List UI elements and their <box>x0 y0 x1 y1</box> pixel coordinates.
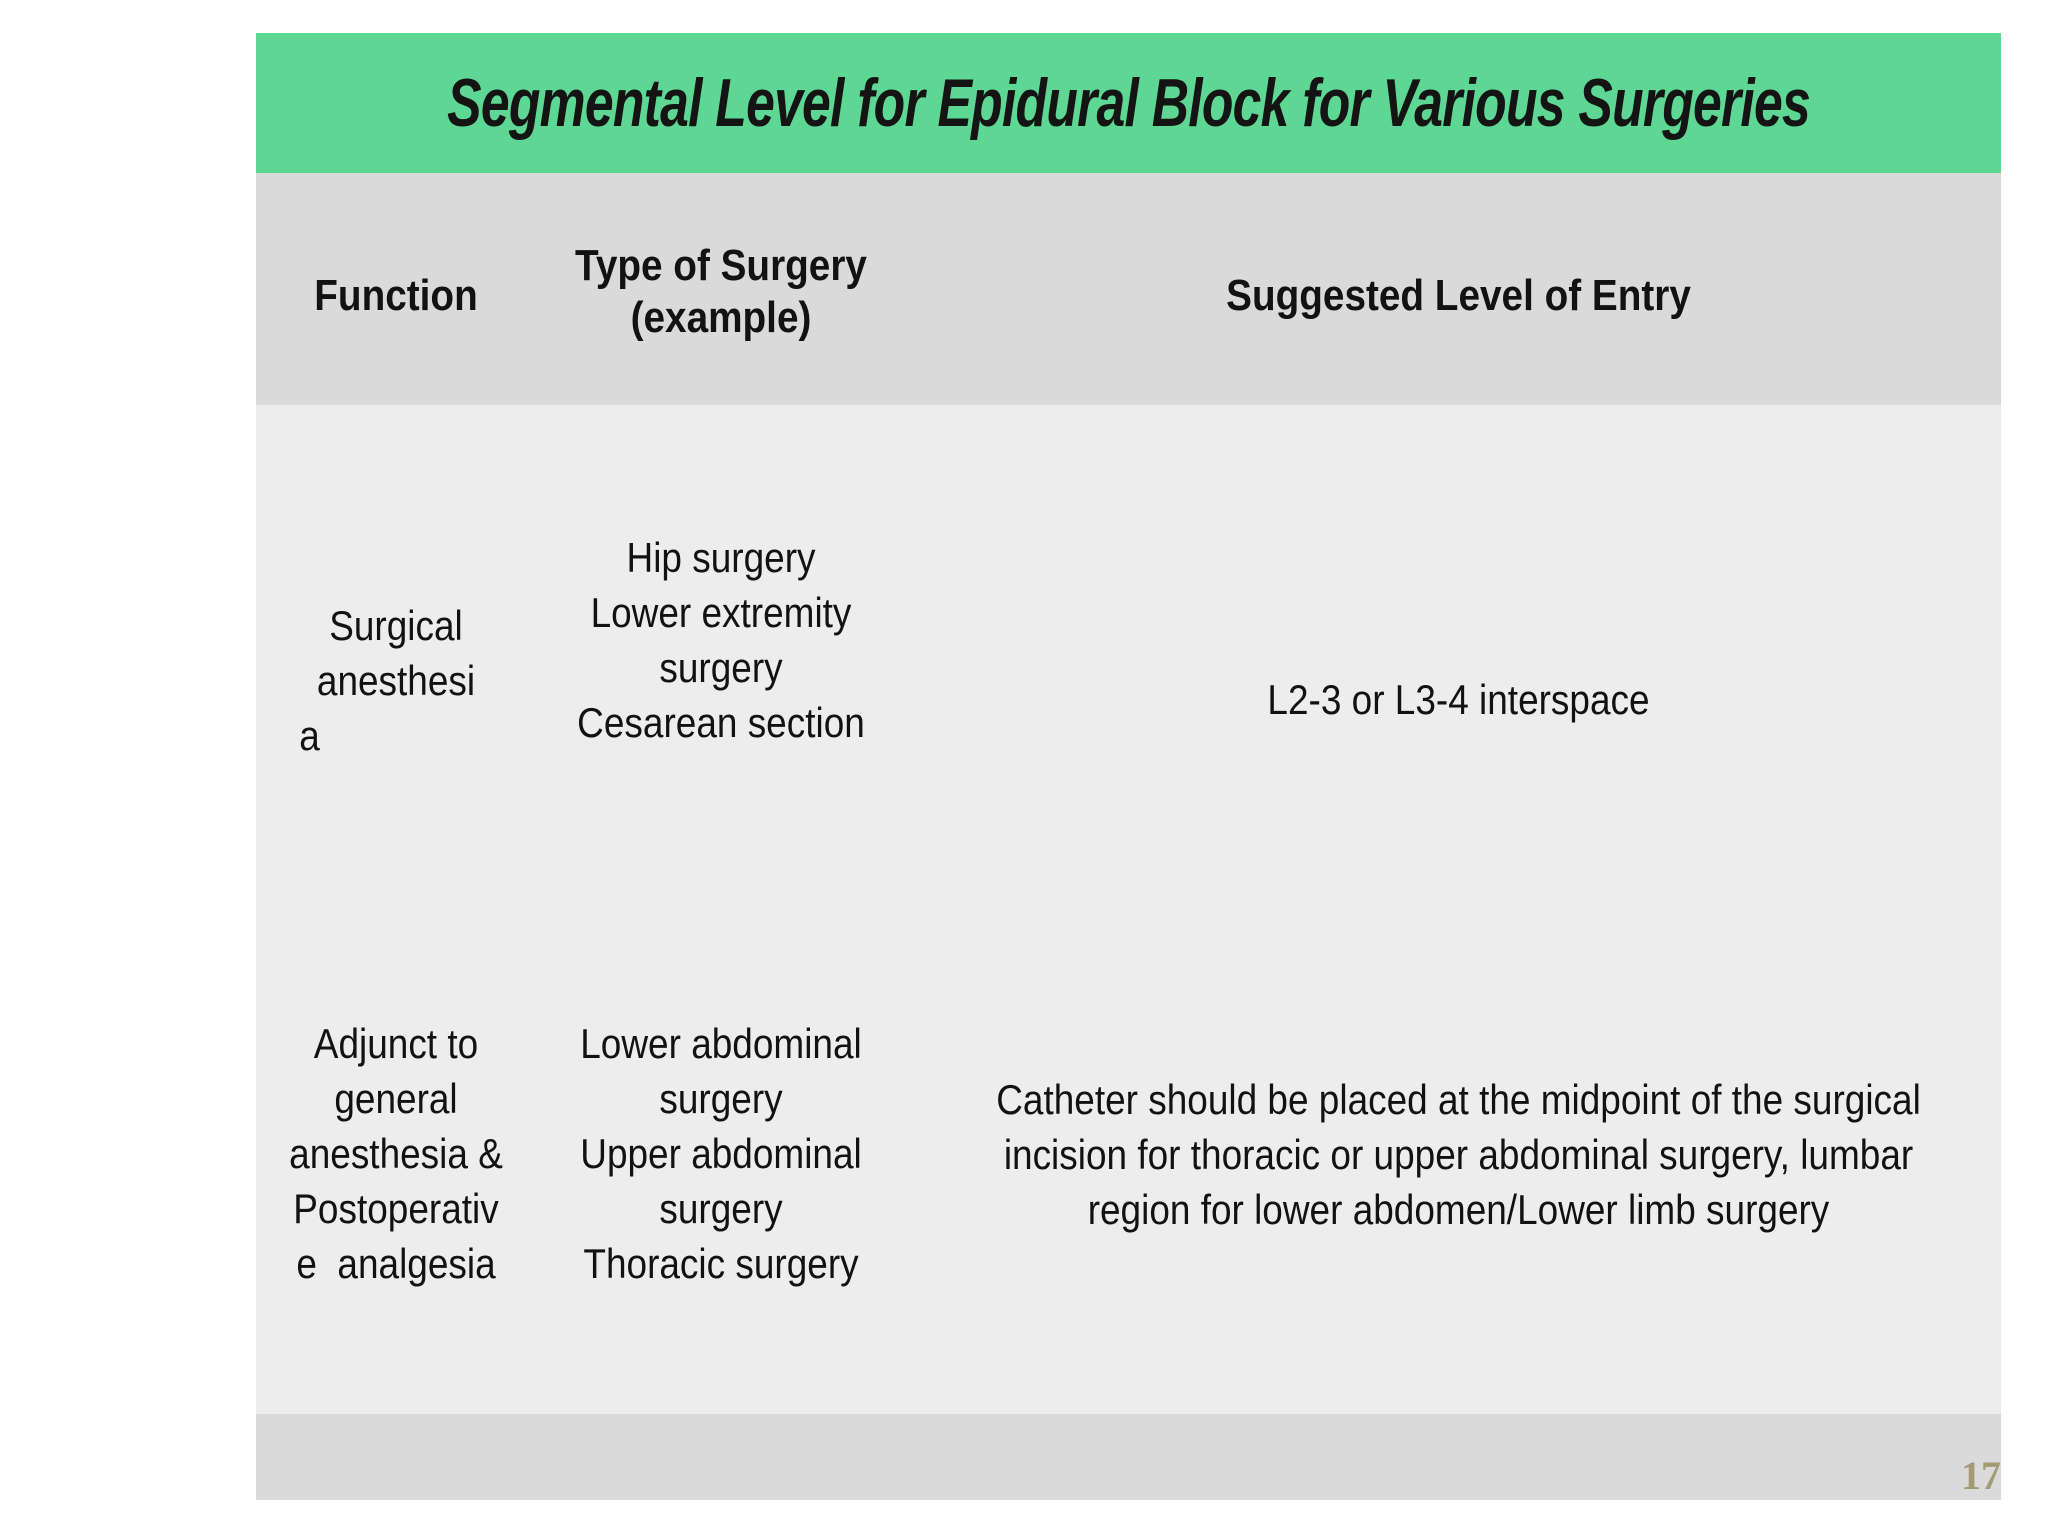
text-line: region for lower abdomen/Lower limb surg… <box>1087 1186 1830 1233</box>
text-line: L2-3 or L3-4 interspace <box>1267 676 1650 723</box>
text-line: general <box>334 1075 458 1122</box>
text-line: Catheter should be placed at the midpoin… <box>996 1076 1921 1123</box>
text-line: Hip surgery <box>626 534 816 581</box>
text-line: anesthesi <box>316 657 476 704</box>
row1-entry-cell: L2-3 or L3-4 interspace <box>916 672 2001 727</box>
row1-surgery-cell: Hip surgery Lower extremity surgery Cesa… <box>526 530 916 750</box>
text-line: Adjunct to <box>313 1020 479 1067</box>
title-bar: Segmental Level for Epidural Block for V… <box>256 33 2001 173</box>
row1-function-cell: Surgical anesthesi a <box>261 598 531 763</box>
header-cell-suggested-level: Suggested Level of Entry <box>916 268 2001 323</box>
page-number: 17 <box>1961 1453 2001 1498</box>
text-line: incision for thoracic or upper abdominal… <box>1003 1131 1914 1178</box>
text-line: e analgesia <box>296 1240 496 1287</box>
text-line: surgery <box>659 1075 783 1122</box>
table-body-band <box>256 405 2001 1414</box>
row2-surgery-cell: Lower abdominal surgery Upper abdominal … <box>526 1016 916 1291</box>
header-function-label: Function <box>314 271 478 320</box>
table-header-band <box>256 173 2001 405</box>
header-cell-type-of-surgery: Type of Surgery (example) <box>526 240 916 344</box>
text-line: surgery <box>659 644 783 691</box>
text-line: Lower extremity <box>590 589 852 636</box>
row2-function-cell: Adjunct to general anesthesia & Postoper… <box>261 1016 531 1291</box>
text-line: Cesarean section <box>577 699 865 746</box>
header-type-line: Type of Surgery <box>575 241 867 290</box>
text-line: Postoperativ <box>293 1185 499 1232</box>
text-line: anesthesia & <box>289 1130 503 1177</box>
slide-title: Segmental Level for Epidural Block for V… <box>447 65 1811 141</box>
text-line: Upper abdominal <box>580 1130 862 1177</box>
footer-band: 17 <box>256 1414 2001 1500</box>
text-line: a <box>299 712 320 759</box>
header-cell-function: Function <box>261 268 531 323</box>
text-line: Thoracic surgery <box>583 1240 859 1287</box>
text-line: Surgical <box>329 602 463 649</box>
text-line: surgery <box>659 1185 783 1232</box>
header-type-line: (example) <box>630 293 812 342</box>
text-line: Lower abdominal <box>580 1020 862 1067</box>
row2-entry-cell: Catheter should be placed at the midpoin… <box>916 1072 2001 1237</box>
header-entry-label: Suggested Level of Entry <box>1226 271 1691 320</box>
